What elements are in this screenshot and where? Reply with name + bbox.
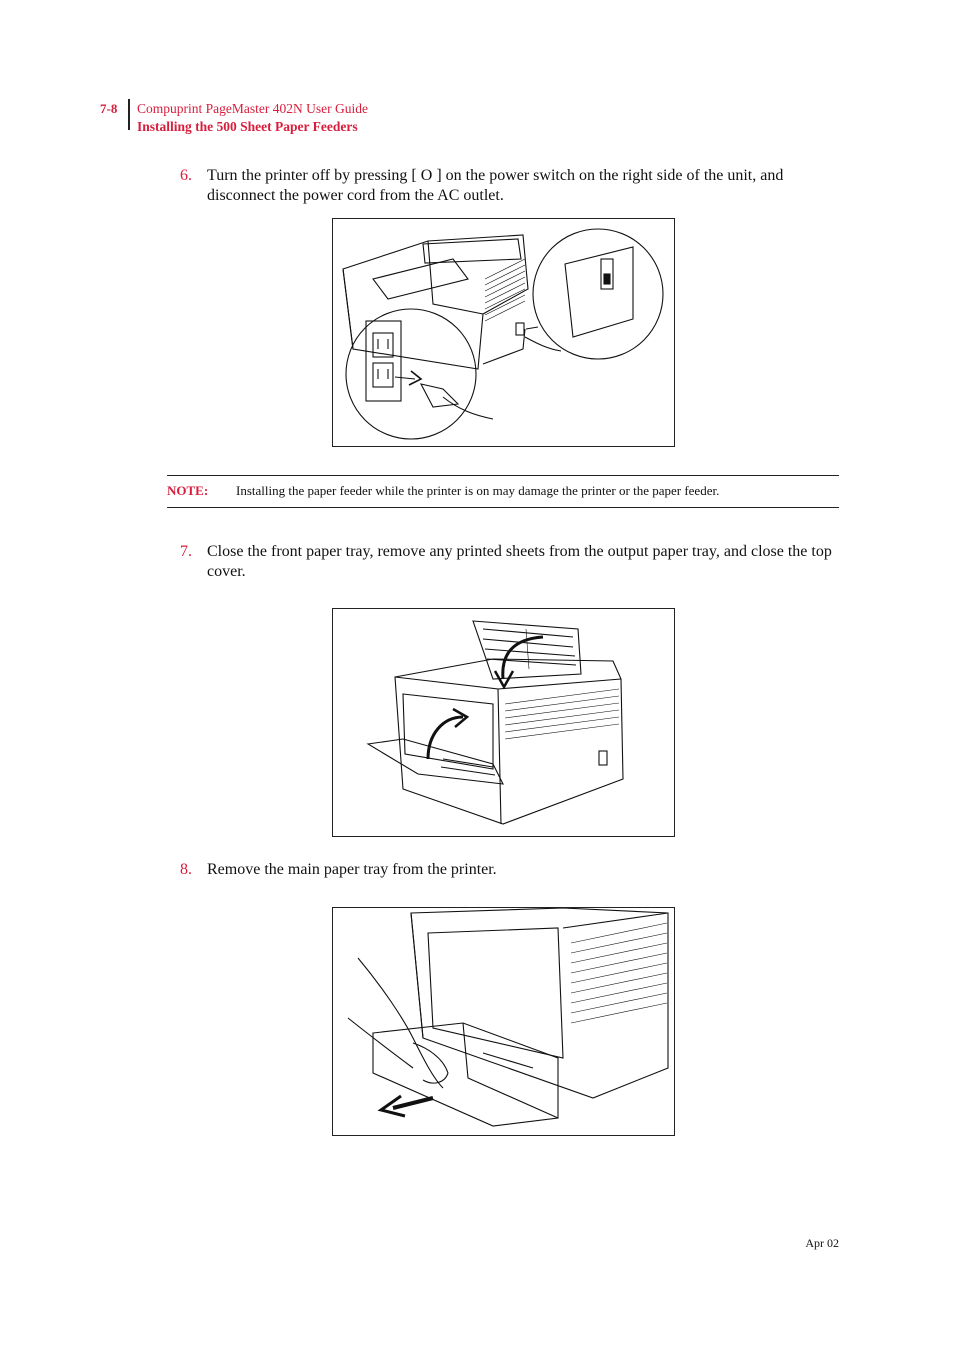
step-number: 6.	[180, 167, 192, 184]
printer-power-illustration	[342, 228, 664, 440]
footer-date: Apr 02	[805, 1236, 839, 1250]
page-header: 7-8 Compuprint PageMaster 402N User Guid…	[100, 99, 600, 139]
step-number: 7.	[180, 543, 192, 560]
printer-remove-tray-illustration	[347, 908, 669, 1127]
note-text: Installing the paper feeder while the pr…	[236, 483, 720, 498]
document-title: Compuprint PageMaster 402N User Guide	[137, 101, 368, 116]
note-box: NOTE: Installing the paper feeder while …	[167, 475, 839, 508]
section-title: Installing the 500 Sheet Paper Feeders	[137, 119, 358, 134]
printer-close-covers-illustration	[366, 620, 624, 825]
step-text: Turn the printer off by pressing [ O ] o…	[207, 167, 784, 204]
page-number: 7-8	[100, 101, 118, 116]
figure-remove-tray	[332, 907, 675, 1136]
step-text: Close the front paper tray, remove any p…	[207, 543, 832, 580]
step-number: 8.	[180, 861, 192, 878]
figure-power-off	[332, 218, 675, 447]
step-text: Remove the main paper tray from the prin…	[207, 861, 497, 878]
header-divider	[128, 99, 130, 130]
figure-close-covers	[332, 608, 675, 837]
note-label: NOTE:	[167, 483, 209, 498]
